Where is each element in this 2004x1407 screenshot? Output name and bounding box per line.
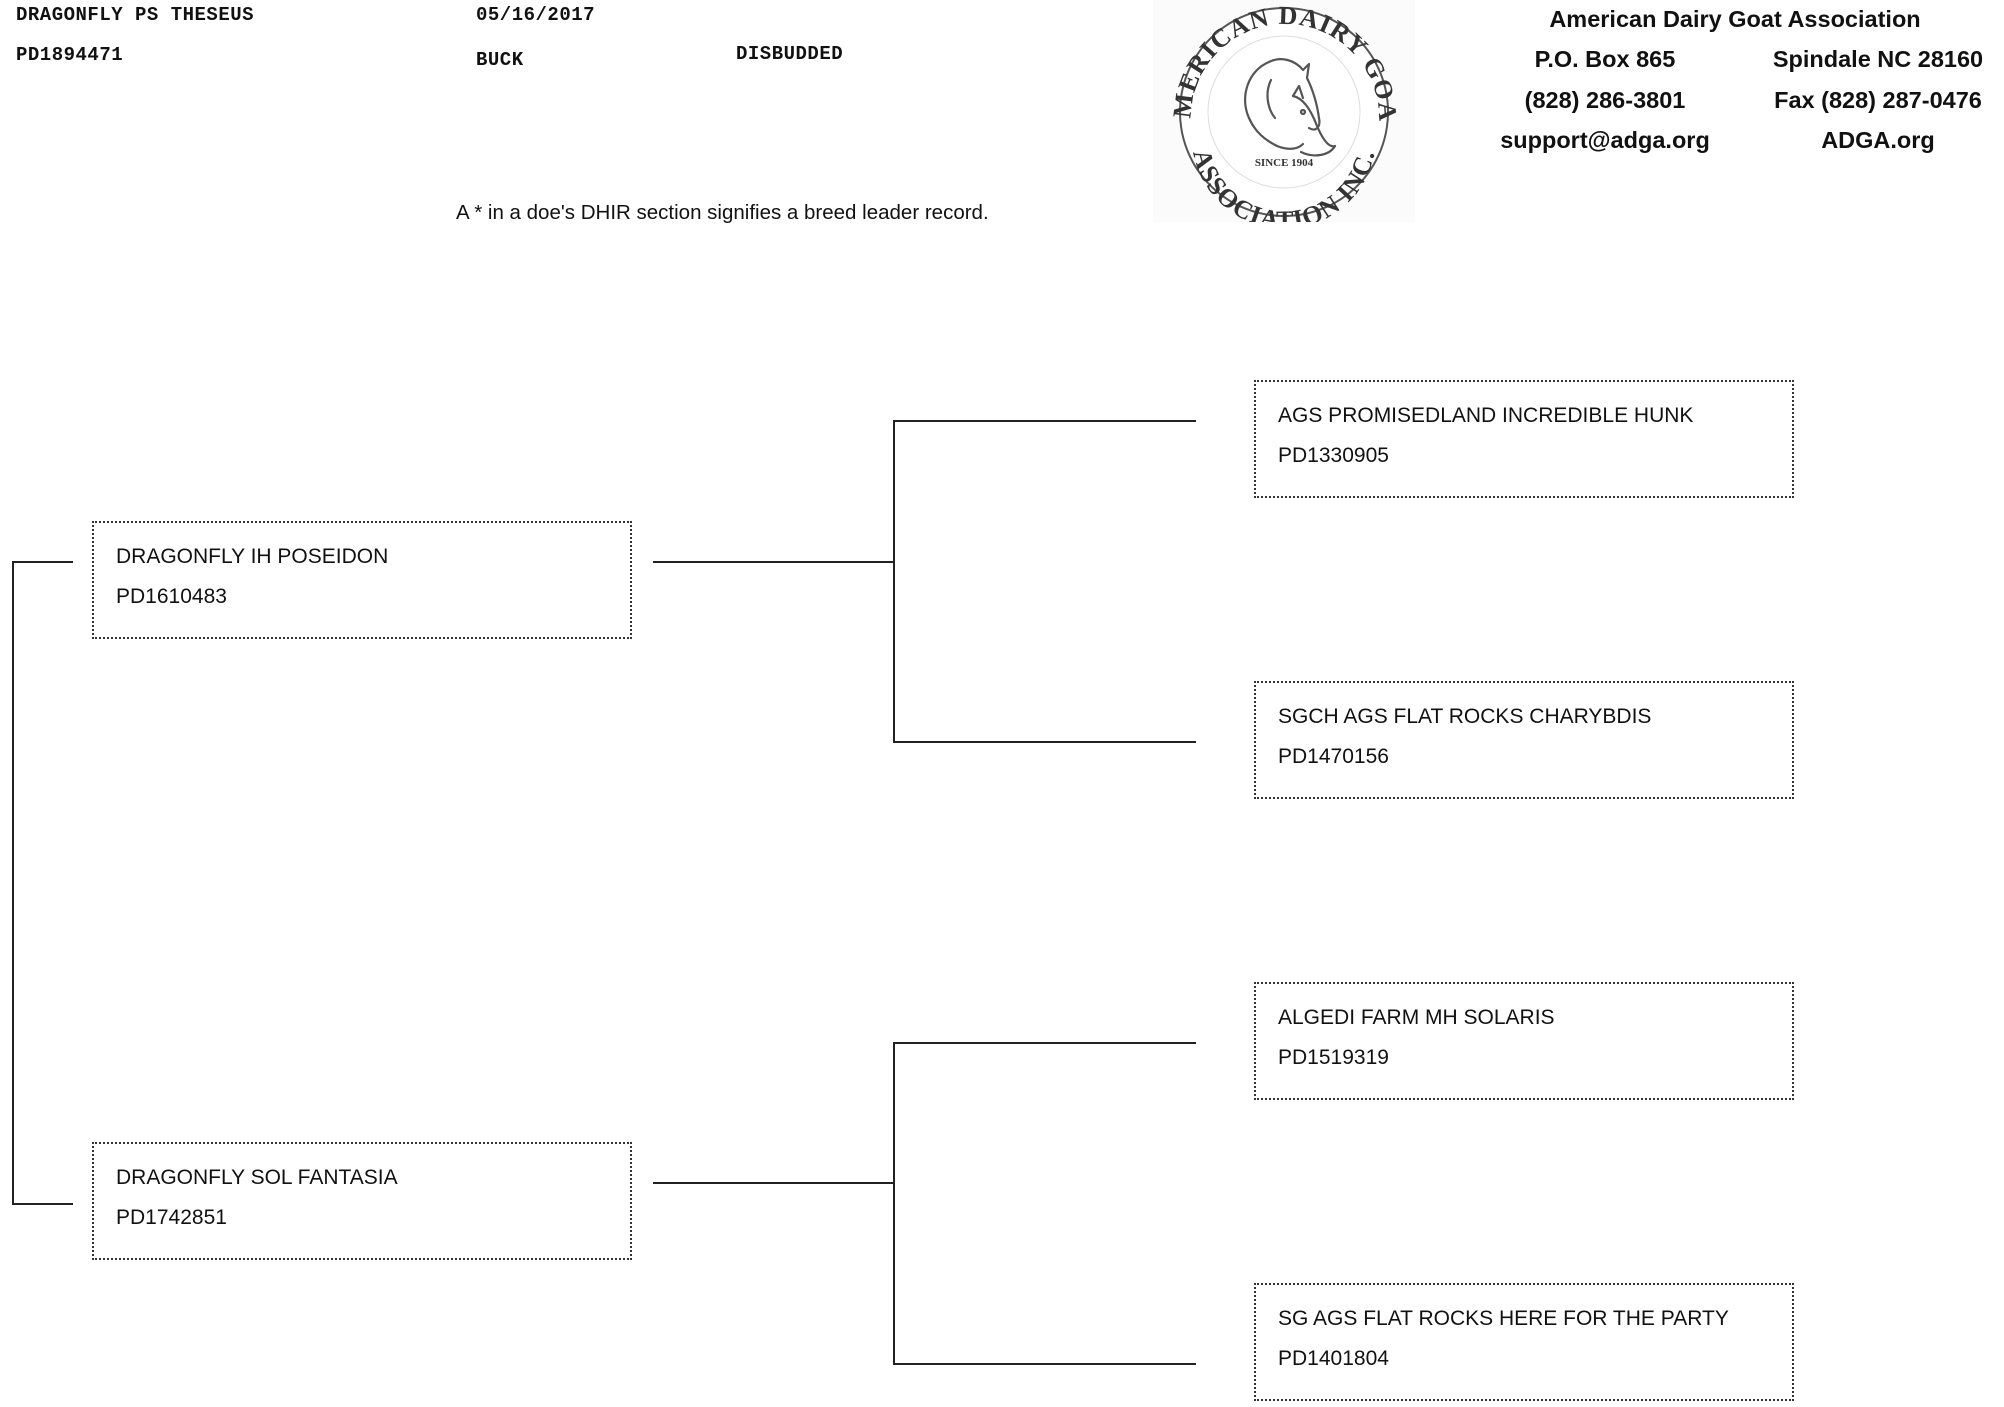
dam-dam-box: SG AGS FLAT ROCKS HERE FOR THE PARTY PD1… — [1254, 1283, 1794, 1401]
adga-logo: AMERICAN DAIRY GOAT ASSOCIATION INC. SIN… — [1143, 0, 1415, 235]
dam-box: DRAGONFLY SOL FANTASIA PD1742851 — [92, 1142, 632, 1260]
sire-box: DRAGONFLY IH POSEIDON PD1610483 — [92, 521, 632, 639]
animal-sex: BUCK — [476, 49, 524, 71]
adga-seal-icon: AMERICAN DAIRY GOAT ASSOCIATION INC. SIN… — [1143, 0, 1401, 235]
sire-dam-box: SGCH AGS FLAT ROCKS CHARYBDIS PD1470156 — [1254, 681, 1794, 799]
dam-sire-registration: PD1519319 — [1278, 1046, 1389, 1069]
goat-heads-icon — [1244, 58, 1337, 157]
dam-sire-box: ALGEDI FARM MH SOLARIS PD1519319 — [1254, 982, 1794, 1100]
animal-horn-status: DISBUDDED — [736, 43, 844, 65]
org-fax: Fax (828) 287-0476 — [1774, 87, 1982, 113]
org-po-box: P.O. Box 865 — [1534, 46, 1676, 72]
dam-name: DRAGONFLY SOL FANTASIA — [116, 1166, 398, 1189]
animal-birth-date: 05/16/2017 — [476, 4, 596, 26]
sire-name: DRAGONFLY IH POSEIDON — [116, 545, 389, 568]
dam-registration: PD1742851 — [116, 1206, 227, 1229]
dam-dam-name: SG AGS FLAT ROCKS HERE FOR THE PARTY — [1278, 1307, 1729, 1330]
sire-sire-name: AGS PROMISEDLAND INCREDIBLE HUNK — [1278, 404, 1694, 427]
sire-dam-registration: PD1470156 — [1278, 745, 1389, 768]
sire-sire-box: AGS PROMISEDLAND INCREDIBLE HUNK PD13309… — [1254, 380, 1794, 498]
org-name: American Dairy Goat Association — [1549, 6, 1921, 32]
root-bracket — [12, 561, 73, 1205]
breed-leader-note: A * in a doe's DHIR section signifies a … — [456, 201, 989, 224]
animal-name: DRAGONFLY PS THESEUS — [16, 4, 255, 26]
org-email: support@adga.org — [1500, 127, 1710, 153]
sire-dam-name: SGCH AGS FLAT ROCKS CHARYBDIS — [1278, 705, 1652, 728]
dam-bracket — [893, 1042, 1196, 1365]
dam-dam-registration: PD1401804 — [1278, 1347, 1389, 1370]
sire-sire-registration: PD1330905 — [1278, 444, 1389, 467]
dam-sire-name: ALGEDI FARM MH SOLARIS — [1278, 1006, 1555, 1029]
animal-registration: PD1894471 — [16, 44, 124, 66]
logo-since-text: SINCE 1904 — [1255, 157, 1314, 169]
org-city: Spindale NC 28160 — [1772, 46, 1984, 72]
org-website: ADGA.org — [1821, 127, 1935, 153]
sire-bracket — [893, 420, 1196, 743]
org-phone: (828) 286-3801 — [1524, 87, 1686, 113]
sire-registration: PD1610483 — [116, 585, 227, 608]
